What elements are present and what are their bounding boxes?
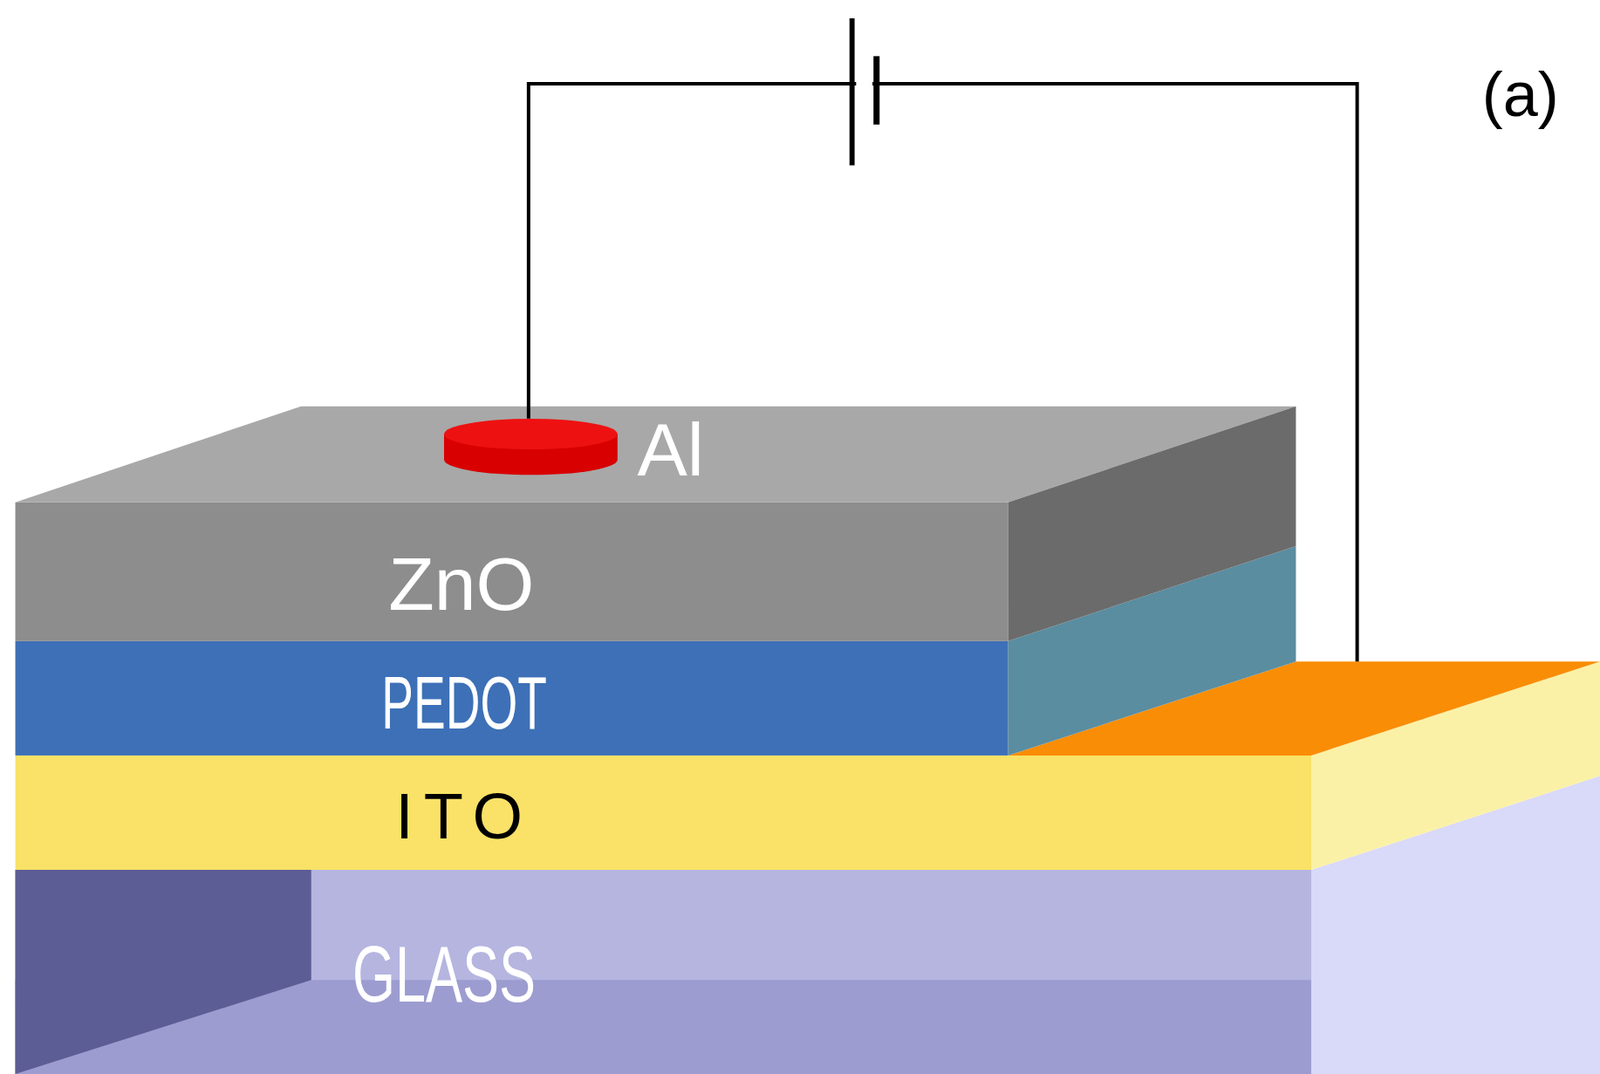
battery-gap [855,71,873,96]
figure-panel-label: (a) [1482,62,1559,126]
glass-layer: GLASS [15,869,1312,1074]
glass-front [15,869,1312,1074]
electrode-dot: Al [444,418,715,479]
layer-label: ITO [395,784,534,849]
battery-short-plate [873,55,880,124]
ito-front [15,755,1312,870]
circuit-wire [528,83,1358,662]
layer-label: GLASS [352,935,536,1014]
pedot-front [15,641,1009,756]
zno-layer: ZnO [15,502,1009,642]
zno-side [1008,406,1297,642]
pedot-layer: PEDOT [15,641,1009,756]
ito-layer: ITO [15,661,1600,870]
battery-long-plate [849,18,855,166]
layer-label: PEDOT [381,664,548,740]
disk-top [444,418,618,450]
zno-front [15,502,1009,642]
glass-front-dark [15,869,312,1074]
layer-label: Al [636,411,704,487]
layer-label: ZnO [388,546,534,622]
